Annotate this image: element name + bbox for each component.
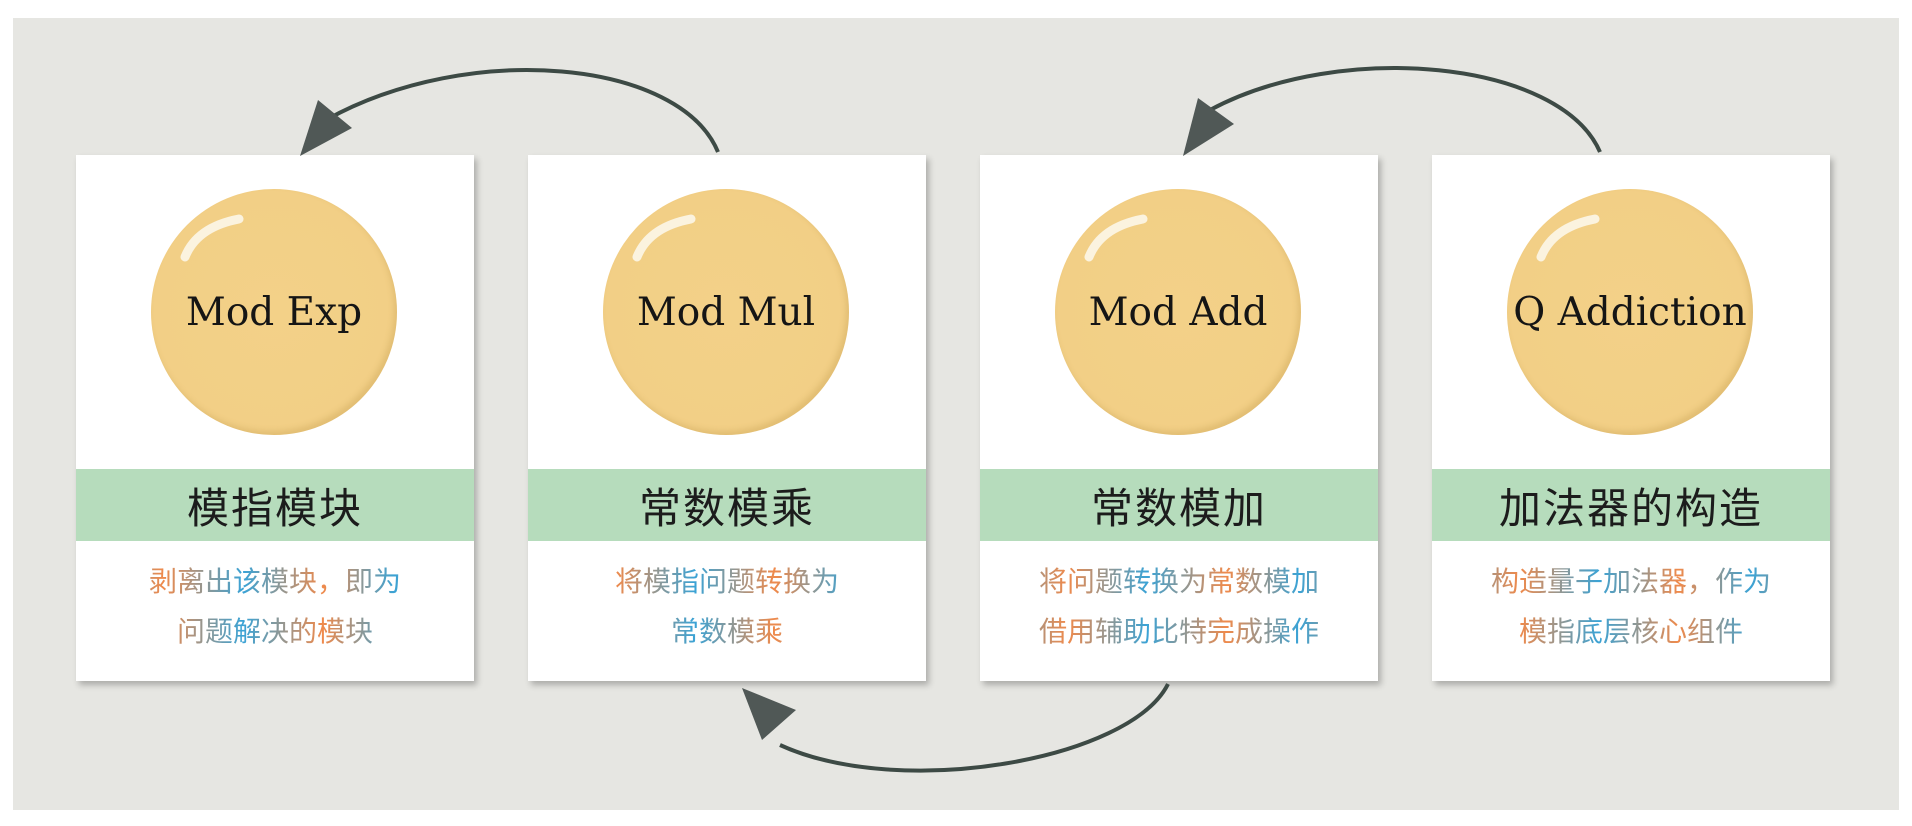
ball-highlight bbox=[1536, 214, 1600, 262]
desc-line-2: 常数模乘 bbox=[670, 615, 783, 648]
desc-line-1: 剥离出该模块，即为 bbox=[148, 565, 401, 598]
card-q-addiction: Q Addiction 加法器的构造 构造量子加法器，作为 模指底层核心组件 bbox=[1432, 155, 1830, 681]
ball-label: Mod Exp bbox=[185, 289, 363, 335]
desc-line-1: 构造量子加法器，作为 bbox=[1490, 565, 1771, 598]
desc-line-2: 借用辅助比特完成操作 bbox=[1038, 615, 1319, 648]
card-mod-mul: Mod Mul 常数模乘 将模指问题转换为 常数模乘 bbox=[528, 155, 926, 681]
card-title: 模指模块 bbox=[76, 469, 474, 541]
card-description: 将问题转换为常数模加 借用辅助比特完成操作 bbox=[980, 557, 1378, 657]
desc-line-1: 将问题转换为常数模加 bbox=[1038, 565, 1319, 598]
ball-mod-mul: Mod Mul bbox=[603, 189, 849, 435]
desc-line-2: 问题解决的模块 bbox=[176, 615, 373, 648]
ball-highlight bbox=[632, 214, 696, 262]
desc-line-1: 将模指问题转换为 bbox=[614, 565, 839, 598]
ball-label: Mod Mul bbox=[636, 289, 816, 335]
ball-highlight bbox=[1084, 214, 1148, 262]
ball-label: Mod Add bbox=[1088, 289, 1268, 335]
card-description: 构造量子加法器，作为 模指底层核心组件 bbox=[1432, 557, 1830, 657]
card-description: 剥离出该模块，即为 问题解决的模块 bbox=[76, 557, 474, 657]
ball-label: Q Addiction bbox=[1513, 289, 1747, 335]
card-title: 常数模加 bbox=[980, 469, 1378, 541]
desc-line-2: 模指底层核心组件 bbox=[1518, 615, 1743, 648]
card-title: 加法器的构造 bbox=[1432, 469, 1830, 541]
ball-highlight bbox=[180, 214, 244, 262]
ball-q-addiction: Q Addiction bbox=[1507, 189, 1753, 435]
card-description: 将模指问题转换为 常数模乘 bbox=[528, 557, 926, 657]
card-mod-add: Mod Add 常数模加 将问题转换为常数模加 借用辅助比特完成操作 bbox=[980, 155, 1378, 681]
ball-mod-exp: Mod Exp bbox=[151, 189, 397, 435]
card-mod-exp: Mod Exp 模指模块 剥离出该模块，即为 问题解决的模块 bbox=[76, 155, 474, 681]
ball-mod-add: Mod Add bbox=[1055, 189, 1301, 435]
card-title: 常数模乘 bbox=[528, 469, 926, 541]
